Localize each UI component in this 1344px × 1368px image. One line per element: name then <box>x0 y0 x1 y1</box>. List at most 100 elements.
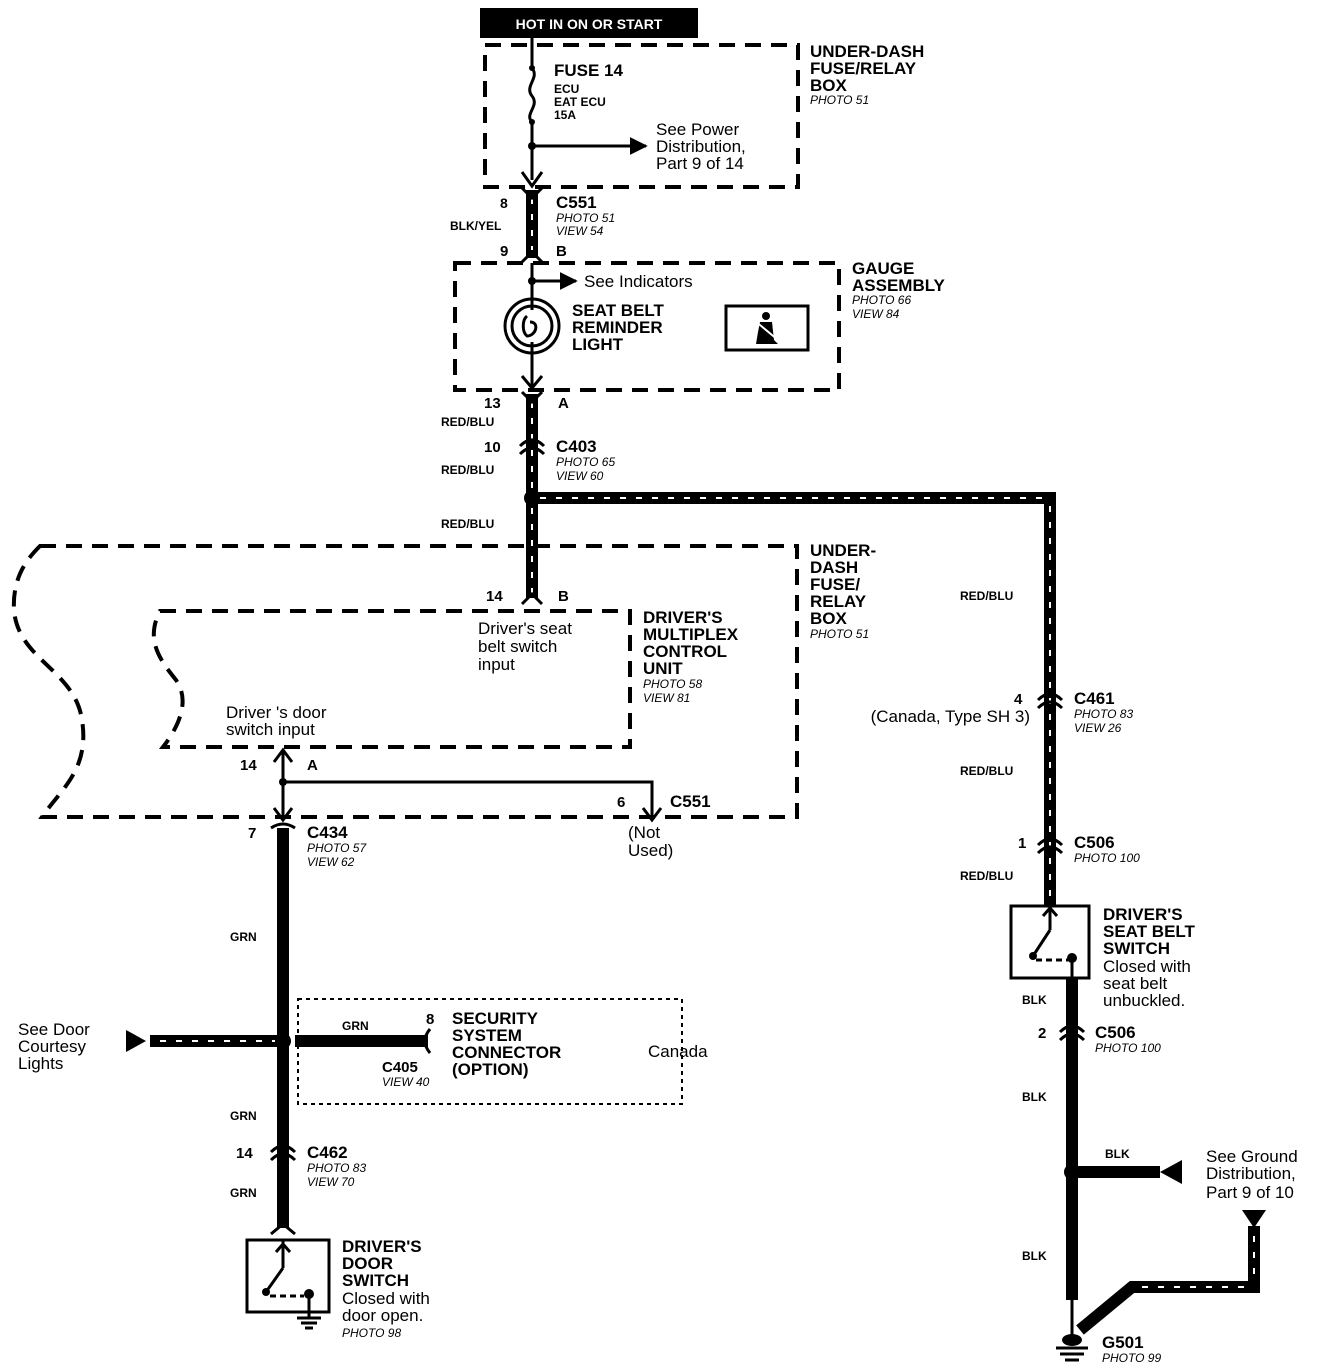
wire-color-red-blu-b: RED/BLU <box>441 463 494 477</box>
seat-belt-icon <box>724 304 810 352</box>
security-region: Canada <box>648 1042 708 1061</box>
seat-switch-note-1: Closed with <box>1103 957 1191 976</box>
mcu-title-1: DRIVER'S <box>643 608 723 627</box>
fuse-box-mid-title-2: DASH <box>810 558 858 577</box>
gauge-assembly-box <box>453 261 841 392</box>
security-connector-box <box>297 998 683 1105</box>
mcu-title-4: UNIT <box>643 659 683 678</box>
fuse-box-top-title-3: BOX <box>810 76 848 95</box>
mcu-pin-14-a: 14 <box>240 757 257 774</box>
c434-view: VIEW 62 <box>307 855 355 869</box>
wire-color-grn-a: GRN <box>230 930 257 944</box>
wire-color-red-blu-a: RED/BLU <box>441 415 494 429</box>
c506a-name: C506 <box>1074 833 1115 852</box>
mcu-pin-14-b: 14 <box>486 588 503 605</box>
fuse-14-symbol <box>528 67 536 124</box>
seat-input-3: input <box>478 655 515 674</box>
light-label-1: SEAT BELT <box>572 301 665 320</box>
seat-switch-note-3: unbuckled. <box>1103 991 1185 1010</box>
fuse-14-rating: 15A <box>554 108 576 122</box>
power-ref-1[interactable]: See Power <box>656 120 739 139</box>
security-c405: C405 <box>382 1059 418 1076</box>
seat-switch-note-2: seat belt <box>1103 974 1168 993</box>
wire-color-grn-b: GRN <box>230 1109 257 1123</box>
fuse-box-mid-photo: PHOTO 51 <box>810 627 869 641</box>
power-ref-2[interactable]: Distribution, <box>656 137 746 156</box>
gauge-title-2: ASSEMBLY <box>852 276 946 295</box>
gauge-terminal-b: B <box>556 243 567 260</box>
door-switch-photo: PHOTO 98 <box>342 1326 401 1340</box>
ground-ref-2[interactable]: Distribution, <box>1206 1164 1296 1183</box>
ground-g501: G501 <box>1102 1333 1144 1352</box>
c461-name: C461 <box>1074 689 1115 708</box>
c461-view: VIEW 26 <box>1074 721 1122 735</box>
c461-photo: PHOTO 83 <box>1074 707 1133 721</box>
c462-photo: PHOTO 83 <box>307 1161 366 1175</box>
door-input-2: switch input <box>226 720 315 739</box>
wire-color-red-blu-c: RED/BLU <box>441 517 494 531</box>
c462-pin-14: 14 <box>236 1145 253 1162</box>
security-title-3: CONNECTOR <box>452 1043 561 1062</box>
wire-color-blk-b: BLK <box>1022 1090 1047 1104</box>
c551-not-used-1: (Not <box>628 823 660 842</box>
ground-ref-1[interactable]: See Ground <box>1206 1147 1298 1166</box>
light-label-3: LIGHT <box>572 335 624 354</box>
c551-top-view: VIEW 54 <box>556 224 604 238</box>
power-ref-3[interactable]: Part 9 of 14 <box>656 154 744 173</box>
door-switch-note-2: door open. <box>342 1306 423 1325</box>
c434-pin-7: 7 <box>248 825 256 842</box>
power-label: HOT IN ON OR START <box>516 16 663 32</box>
c403-view: VIEW 60 <box>556 469 604 483</box>
gauge-terminal-a: A <box>558 395 569 412</box>
mcu-terminal-a: A <box>307 757 318 774</box>
security-title-4: (OPTION) <box>452 1060 529 1079</box>
wire-color-red-blu-f: RED/BLU <box>960 869 1013 883</box>
fuse-14-eat-ecu: EAT ECU <box>554 95 606 109</box>
ground-distribution-arrow[interactable] <box>1160 1160 1182 1184</box>
gauge-title-1: GAUGE <box>852 259 914 278</box>
gauge-pin-13: 13 <box>484 395 501 412</box>
door-switch-title-2: DOOR <box>342 1254 393 1273</box>
door-courtesy-1[interactable]: See Door <box>18 1020 90 1039</box>
c551-top-photo: PHOTO 51 <box>556 211 615 225</box>
ground-ref-3[interactable]: Part 9 of 10 <box>1206 1183 1294 1202</box>
c434-name: C434 <box>307 823 348 842</box>
wire-color-grn-security: GRN <box>342 1019 369 1033</box>
see-indicators[interactable]: See Indicators <box>584 272 693 291</box>
door-switch-box <box>245 1238 331 1314</box>
c434-photo: PHOTO 57 <box>307 841 367 855</box>
fuse-relay-box-top <box>483 43 800 189</box>
wire-color-grn-c: GRN <box>230 1186 257 1200</box>
c551-top-pin-8: 8 <box>500 195 508 211</box>
fuse-box-top-title-1: UNDER-DASH <box>810 42 924 61</box>
wire-color-blk-a: BLK <box>1022 993 1047 1007</box>
door-courtesy-2[interactable]: Courtesy <box>18 1037 87 1056</box>
door-switch-note-1: Closed with <box>342 1289 430 1308</box>
c551-mid-name: C551 <box>670 792 711 811</box>
seat-input-2: belt switch <box>478 637 557 656</box>
mcu-terminal-b: B <box>558 588 569 605</box>
security-title-1: SECURITY <box>452 1009 539 1028</box>
wire-blk-ground-return <box>1076 1226 1260 1335</box>
fuse-box-top-title-2: FUSE/RELAY <box>810 59 917 78</box>
c551-top-name: C551 <box>556 193 597 212</box>
c551-not-used-2: Used) <box>628 841 673 860</box>
c462-name: C462 <box>307 1143 348 1162</box>
fuse-14-ecu: ECU <box>554 82 579 96</box>
door-switch-title-3: SWITCH <box>342 1271 409 1290</box>
door-courtesy-3[interactable]: Lights <box>18 1054 63 1073</box>
door-courtesy-arrow[interactable] <box>126 1030 146 1052</box>
fuse-box-mid-title-5: BOX <box>810 609 848 628</box>
c403-pin-10: 10 <box>484 439 501 456</box>
c461-pin-4: 4 <box>1014 691 1023 708</box>
wire-color-blk-d: BLK <box>1022 1249 1047 1263</box>
c506a-pin-1: 1 <box>1018 835 1026 852</box>
c506b-pin-2: 2 <box>1038 1025 1046 1042</box>
wire-color-blk-yel: BLK/YEL <box>450 219 501 233</box>
c403-photo: PHOTO 65 <box>556 455 615 469</box>
security-view: VIEW 40 <box>382 1075 430 1089</box>
light-label-2: REMINDER <box>572 318 663 337</box>
c461-note: (Canada, Type SH 3) <box>871 707 1030 726</box>
seat-switch-title-1: DRIVER'S <box>1103 905 1183 924</box>
